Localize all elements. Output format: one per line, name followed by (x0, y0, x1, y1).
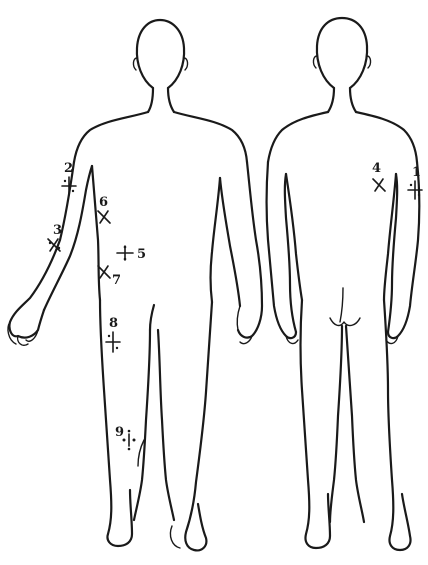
marker-9-label: 9 (115, 425, 124, 440)
marker-8: 8 (106, 316, 120, 352)
marker-6-label: 6 (99, 195, 108, 210)
marker-1-label: 1 (412, 165, 421, 180)
front-head (137, 20, 184, 88)
marker-6: 6 (98, 195, 110, 223)
marker-9: 9 (115, 425, 136, 450)
marker-5: 5 (117, 246, 146, 262)
marker-3: 3 (48, 223, 62, 251)
marker-5-label: 5 (137, 247, 146, 262)
marker-7-label: 7 (112, 273, 121, 288)
front-body-outline (8, 20, 262, 550)
back-body-outline (267, 18, 420, 550)
marker-8-label: 8 (109, 316, 118, 331)
back-head (317, 18, 367, 88)
marker-2-label: 2 (64, 161, 73, 176)
marker-4-label: 4 (372, 161, 381, 176)
marker-4: 4 (372, 161, 385, 191)
marker-7: 7 (98, 266, 121, 288)
marker-3-label: 3 (53, 223, 62, 238)
